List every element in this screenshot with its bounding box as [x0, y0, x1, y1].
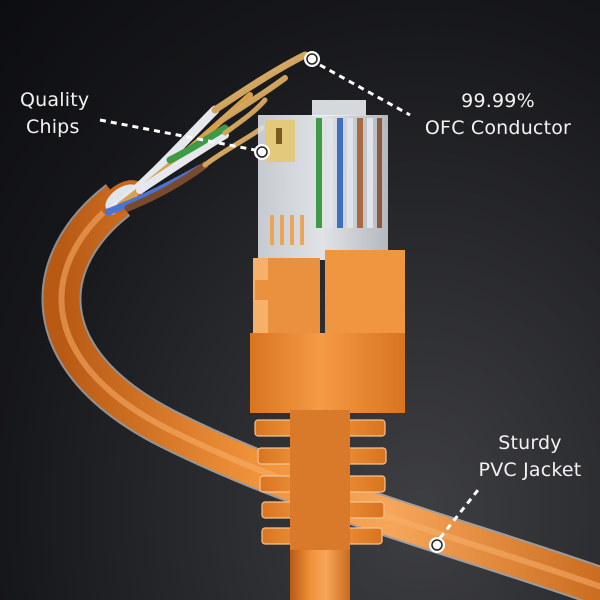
connector-boot [250, 250, 405, 600]
callout-ofc-conductor-line1: 99.99% [461, 90, 535, 112]
callout-pvc-jacket: Sturdy PVC Jacket [460, 430, 600, 484]
callout-ofc-conductor: 99.99% OFC Conductor [408, 88, 588, 142]
callout-quality-chips-line2: Chips [26, 116, 80, 138]
callout-dots [254, 51, 445, 553]
leader-quality-chips [99, 118, 256, 152]
rj45-plug [258, 100, 388, 260]
callout-pvc-jacket-line1: Sturdy [498, 432, 562, 454]
callout-quality-chips: Quality Chips [20, 87, 89, 141]
callout-pvc-jacket-line2: PVC Jacket [478, 459, 582, 481]
wire-pairs [104, 51, 309, 216]
callout-quality-chips-line1: Quality [20, 89, 90, 111]
callout-ofc-conductor-line2: OFC Conductor [424, 117, 572, 139]
callout-leaders [99, 63, 480, 539]
